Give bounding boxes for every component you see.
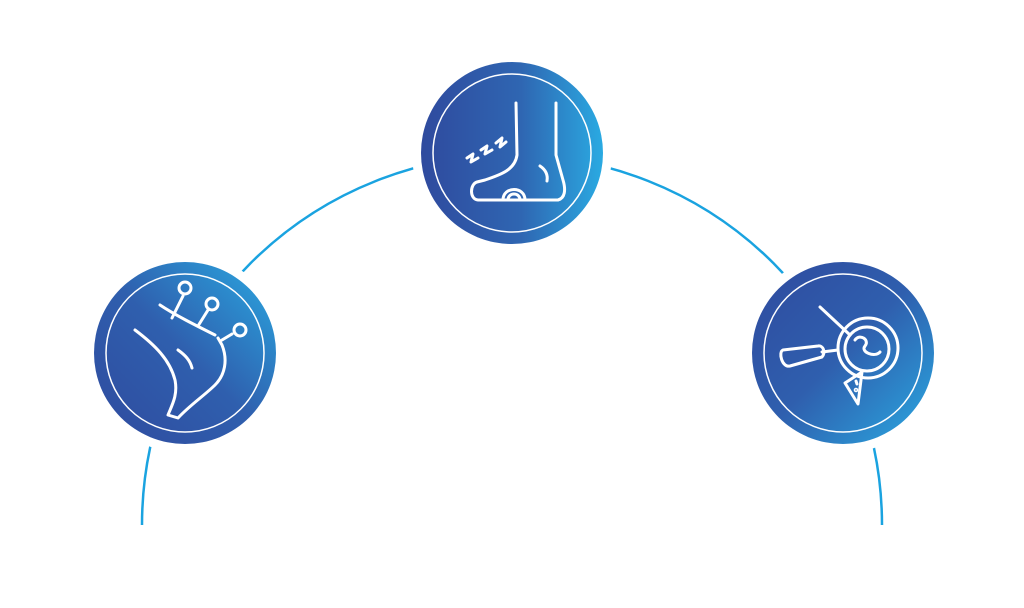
foot-heel-pain-icon (465, 101, 567, 202)
node-foot-electrodes (85, 253, 285, 453)
magnifier-nerve-warning-icon (779, 305, 900, 406)
node-foot-heel-pain (412, 53, 612, 253)
foot-electrodes-icon (133, 280, 248, 420)
node-magnifier-nerve-warning (743, 253, 943, 453)
